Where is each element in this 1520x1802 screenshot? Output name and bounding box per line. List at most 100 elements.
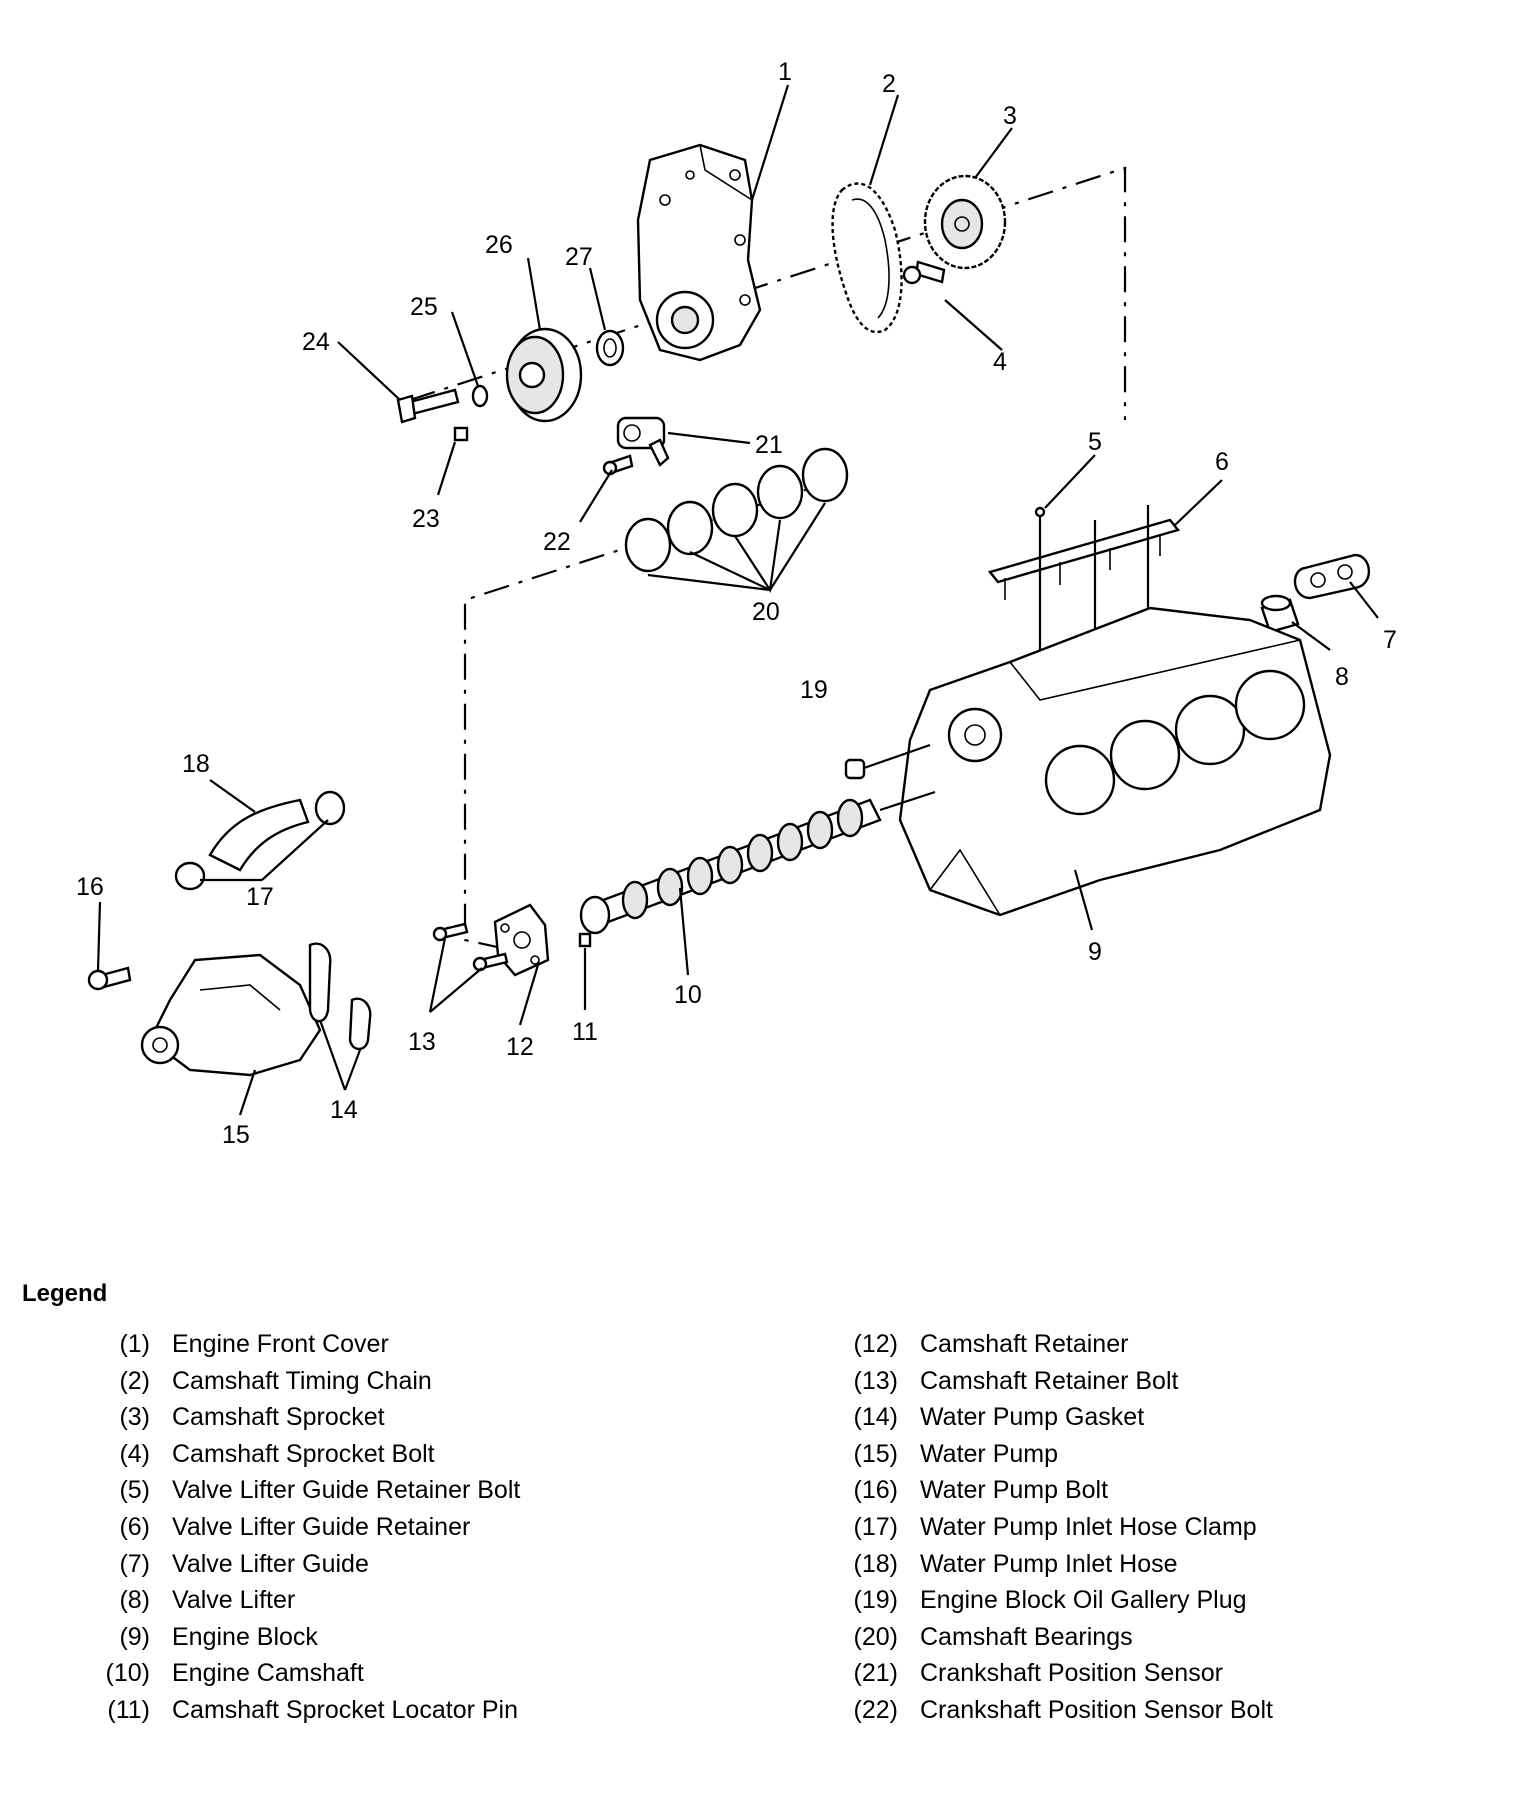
legend-item: (5) Valve Lifter Guide Retainer Bolt bbox=[70, 1476, 520, 1513]
valve-lifter-guide-retainer bbox=[987, 518, 1181, 600]
legend-item-number: (9) bbox=[119, 1622, 150, 1651]
legend-item: (6) Valve Lifter Guide Retainer bbox=[70, 1513, 520, 1550]
legend-item: (17) Water Pump Inlet Hose Clamp bbox=[818, 1513, 1273, 1550]
legend-item: (20)Camshaft Bearings bbox=[818, 1623, 1273, 1660]
legend-item-number: (4) bbox=[119, 1439, 150, 1468]
legend-item-number: (12) bbox=[853, 1330, 898, 1358]
callout-25: 25 bbox=[410, 293, 438, 321]
callout-14: 14 bbox=[330, 1096, 358, 1124]
legend-item: (14)Water Pump Gasket bbox=[818, 1403, 1273, 1440]
camshaft-timing-chain bbox=[831, 182, 903, 334]
legend-item: (3)Camshaft Sprocket bbox=[70, 1403, 520, 1440]
front-cover-seal bbox=[595, 329, 625, 367]
callout-7: 7 bbox=[1383, 626, 1397, 654]
legend-item-label: Crankshaft Position Sensor bbox=[920, 1659, 1223, 1688]
callout-17: 17 bbox=[246, 883, 274, 911]
legend-item-label: Camshaft Retainer Bolt bbox=[920, 1366, 1179, 1395]
callout-26: 26 bbox=[485, 231, 513, 259]
balancer-washer bbox=[471, 384, 489, 408]
callout-4: 4 bbox=[993, 348, 1007, 376]
legend-item-label: Camshaft Timing Chain bbox=[172, 1366, 432, 1395]
legend-item: (7)Valve Lifter Guide bbox=[70, 1550, 520, 1587]
legend-item-label: Valve Lifter Guide Retainer Bolt bbox=[172, 1476, 521, 1505]
legend-item-label: Valve Lifter bbox=[172, 1586, 296, 1615]
legend-item-number: (19) bbox=[853, 1586, 898, 1615]
legend-item-label: Water Pump Gasket bbox=[920, 1403, 1145, 1432]
callout-22: 22 bbox=[543, 528, 571, 556]
legend-item-number: (18) bbox=[853, 1549, 898, 1578]
legend-item-number: (3) bbox=[119, 1403, 150, 1432]
crankshaft-position-sensor bbox=[616, 416, 670, 467]
legend-item-number: (7) bbox=[119, 1549, 150, 1578]
legend-item: (8) Valve Lifter bbox=[70, 1586, 520, 1623]
legend-item-number: (15) bbox=[853, 1439, 898, 1468]
callout-19: 19 bbox=[800, 676, 828, 704]
legend-item-number: (5) bbox=[119, 1476, 150, 1505]
callout-20: 20 bbox=[752, 598, 780, 626]
engine-exploded-diagram: 1 2 3 4 5 6 7 8 9 10 11 12 13 14 15 16 1… bbox=[76, 58, 1397, 1149]
legend-item-number: (2) bbox=[119, 1366, 150, 1395]
legend-item-number: (11) bbox=[107, 1695, 150, 1724]
engine-block bbox=[898, 606, 1332, 917]
legend-item: (13)Camshaft Retainer Bolt bbox=[818, 1367, 1273, 1404]
legend-item-number: (17) bbox=[853, 1512, 898, 1541]
legend-item: (11) Camshaft Sprocket Locator Pin bbox=[70, 1696, 520, 1733]
legend-item-label: Water Pump Inlet Hose bbox=[920, 1549, 1178, 1578]
engine-block-oil-gallery-plug bbox=[844, 743, 931, 780]
legend-column-left: (1) Engine Front Cover (2) Camshaft Timing … bbox=[70, 1330, 521, 1733]
legend-item-label: Engine Camshaft bbox=[172, 1659, 364, 1688]
legend-item: (21) Crankshaft Position Sensor bbox=[818, 1659, 1273, 1696]
callout-2: 2 bbox=[882, 70, 896, 98]
engine-camshaft bbox=[579, 790, 936, 935]
callout-5: 5 bbox=[1088, 428, 1102, 456]
crankshaft-balancer bbox=[505, 327, 583, 423]
legend-item: (22) Crankshaft Position Sensor Bolt bbox=[818, 1696, 1273, 1733]
legend-item: (18) Water Pump Inlet Hose bbox=[818, 1550, 1273, 1587]
callout-1: 1 bbox=[778, 58, 792, 86]
legend-item: (4)Camshaft Sprocket Bolt bbox=[70, 1440, 520, 1477]
leader-lines bbox=[96, 84, 1379, 1116]
water-pump-inlet-hose-clamps bbox=[174, 790, 346, 891]
legend-item-number: (6) bbox=[119, 1512, 150, 1541]
legend-item-number: (10) bbox=[105, 1659, 150, 1688]
legend-item-number: (20) bbox=[853, 1622, 898, 1651]
callout-6: 6 bbox=[1215, 448, 1229, 476]
water-pump bbox=[140, 953, 322, 1077]
legend-item-label: Valve Lifter Guide Retainer bbox=[172, 1512, 471, 1541]
camshaft-retainer-bolts bbox=[432, 922, 509, 972]
legend-item-number: (1) bbox=[119, 1330, 150, 1358]
callout-13: 13 bbox=[408, 1028, 436, 1056]
legend-item-label: Crankshaft Position Sensor Bolt bbox=[920, 1695, 1273, 1724]
callout-9: 9 bbox=[1088, 938, 1102, 966]
callout-12: 12 bbox=[506, 1033, 534, 1061]
legend-item-label: Water Pump Inlet Hose Clamp bbox=[920, 1512, 1257, 1541]
legend-item: (15)Water Pump bbox=[818, 1440, 1273, 1477]
legend-item: (2) Camshaft Timing Chain bbox=[70, 1367, 520, 1404]
camshaft-sprocket bbox=[923, 174, 1007, 270]
callout-15: 15 bbox=[222, 1121, 250, 1149]
water-pump-inlet-hose bbox=[208, 798, 310, 872]
legend-item-number: (8) bbox=[119, 1586, 150, 1615]
camshaft-sprocket-locator-pin bbox=[578, 932, 592, 948]
legend-item-number: (22) bbox=[853, 1695, 898, 1724]
legend-item-number: (21) bbox=[853, 1659, 898, 1688]
camshaft-bearings bbox=[624, 447, 849, 573]
camshaft-retainer bbox=[493, 903, 550, 977]
legend-item-number: (16) bbox=[853, 1476, 898, 1505]
callout-3: 3 bbox=[1003, 102, 1017, 130]
legend-item: (1) Engine Front Cover bbox=[70, 1330, 520, 1367]
legend-item-label: Water Pump Bolt bbox=[920, 1476, 1109, 1505]
callout-8: 8 bbox=[1335, 663, 1349, 691]
legend-item-label: Camshaft Retainer bbox=[920, 1330, 1129, 1358]
legend-item-label: Engine Block Oil Gallery Plug bbox=[920, 1586, 1247, 1615]
water-pump-bolt bbox=[87, 966, 132, 991]
legend-item-label: Camshaft Sprocket Locator Pin bbox=[172, 1695, 518, 1724]
legend-item: (9)Engine Block bbox=[70, 1623, 520, 1660]
camshaft-sprocket-bolt bbox=[902, 260, 946, 285]
legend-item-label: Engine Front Cover bbox=[172, 1330, 389, 1358]
engine-front-cover bbox=[636, 143, 762, 362]
crankshaft-position-sensor-bolt bbox=[602, 454, 634, 476]
callout-18: 18 bbox=[182, 750, 210, 778]
legend-item: (19) Engine Block Oil Gallery Plug bbox=[818, 1586, 1273, 1623]
legend-item: (12) Camshaft Retainer bbox=[818, 1330, 1273, 1367]
